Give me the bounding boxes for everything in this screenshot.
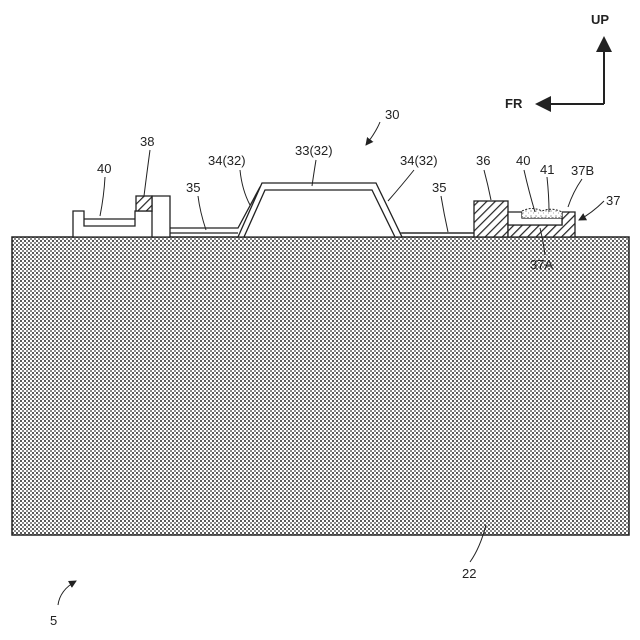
label-37A: 37A: [530, 257, 553, 272]
leader-38: [144, 150, 150, 196]
raised-structure-32: [238, 183, 402, 237]
label-37: 37: [606, 193, 620, 208]
left-step-member-40: [73, 196, 170, 237]
substrate-22: [12, 237, 629, 535]
leader-40-left: [100, 177, 105, 216]
label-34-right: 34(32): [400, 153, 438, 168]
label-5: 5: [50, 613, 57, 628]
leader-34-left: [240, 170, 250, 205]
label-35-right: 35: [432, 180, 446, 195]
leader-35-right: [441, 196, 448, 232]
label-36: 36: [476, 153, 490, 168]
up-label: UP: [591, 12, 609, 27]
member-36: [474, 201, 508, 237]
label-35-left: 35: [186, 180, 200, 195]
label-34-left: 34(32): [208, 153, 246, 168]
leader-36: [484, 170, 491, 200]
label-33: 33(32): [295, 143, 333, 158]
label-40-left: 40: [97, 161, 111, 176]
leader-35-left: [198, 196, 206, 230]
label-40-right: 40: [516, 153, 530, 168]
leader-33: [312, 160, 316, 186]
leader-37: [579, 201, 604, 220]
leader-30: [366, 122, 380, 145]
direction-indicator: UP FR: [505, 12, 609, 111]
leader-41: [547, 177, 549, 212]
adhesive-41: [522, 209, 562, 219]
label-22: 22: [462, 566, 476, 581]
leader-34-right: [388, 170, 414, 201]
label-38: 38: [140, 134, 154, 149]
leader-5: [58, 581, 76, 605]
fr-label: FR: [505, 96, 523, 111]
label-30: 30: [385, 107, 399, 122]
label-41: 41: [540, 162, 554, 177]
leader-40-right: [524, 170, 535, 212]
leader-37B: [568, 179, 582, 207]
seal-member-38: [136, 196, 152, 211]
label-37B: 37B: [571, 163, 594, 178]
